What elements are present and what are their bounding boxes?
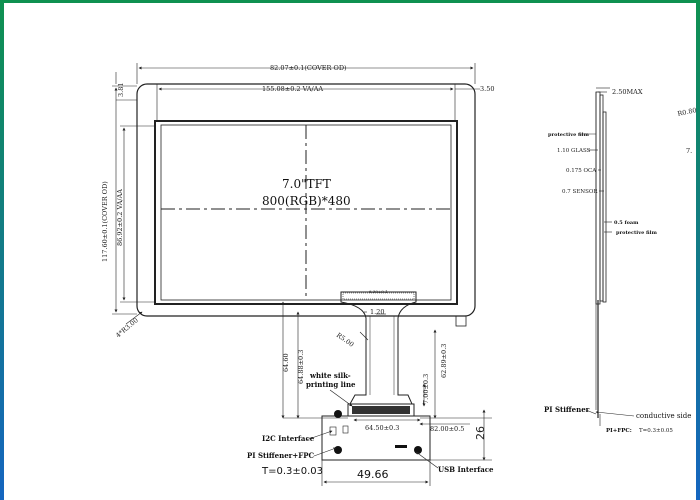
side-view-text: 2.50MAX R0.80 7. protective film 1.10 GL…	[544, 88, 697, 434]
dim-side-right-num: 7.	[686, 147, 692, 155]
front-view-text: 82.07±0.1(COVER OD) 155.08±0.2 VA/AA 3.5…	[101, 64, 494, 481]
mount-hole-2	[334, 446, 342, 454]
mount-hole-1	[334, 410, 342, 418]
layer-foam: 0.5 foam	[614, 220, 639, 226]
dim-fpc-width: 1.20	[370, 308, 384, 316]
dim-right-26: 26	[474, 426, 487, 440]
cover-tab	[455, 315, 467, 327]
dim-side-thickness: 2.50MAX	[612, 88, 643, 96]
silk-label-line1: white silk-	[309, 371, 351, 380]
connector-hatch	[352, 406, 410, 414]
dim-fpc-len3: 62.89±0.3	[440, 344, 448, 378]
dim-bottom-width: 49.66	[357, 468, 389, 481]
layer-protective-film-top: protective film	[548, 132, 590, 138]
dim-va-height: 86.92±0.2 VA/AA	[116, 189, 124, 246]
usb-interface-label: USB Interface	[438, 465, 494, 474]
dim-cover-od-width: 82.07±0.1(COVER OD)	[270, 64, 347, 72]
dim-fpc-len2: 64.88±0.3	[297, 350, 305, 384]
active-area	[154, 120, 458, 305]
i2c-interface-label: I2C Interface	[262, 434, 315, 443]
dim-fpc-top: 6.30±0.1	[369, 289, 388, 294]
layer-sensor: 0.7 SENSOR	[562, 189, 598, 195]
display-resolution: 800(RGB)*480	[262, 194, 351, 208]
thickness-left: T=0.3±0.03	[261, 466, 323, 477]
connector-board	[321, 415, 431, 461]
dim-fpc-len4: 7.00±0.3	[422, 374, 430, 404]
mount-hole-3	[414, 446, 422, 454]
dim-cover-od-height: 117.60±0.1(COVER OD)	[101, 181, 109, 262]
pi-fpc-right-label: PI+FPC:	[606, 428, 632, 434]
layer-glass: 1.10 GLASS	[557, 148, 591, 154]
dim-fpc-len1: 64.60	[282, 353, 290, 372]
fpc-gold-fingers	[342, 292, 415, 300]
dim-side-radius: R0.80	[677, 106, 698, 118]
cover-outline	[136, 83, 476, 317]
conductive-side-label: conductive side	[636, 412, 691, 420]
side-sensor	[602, 111, 607, 303]
display-title: 7.0"TFT	[282, 177, 331, 191]
layer-oca: 0.175 OCA	[566, 168, 597, 174]
silk-label-line2: printing line	[306, 380, 356, 389]
dim-va-right: 3.50	[480, 85, 494, 93]
thickness-right: T=0.3±0.05	[639, 428, 673, 434]
dim-top-left: 3.81	[117, 83, 125, 97]
front-view	[112, 63, 492, 486]
layer-protective-film-bottom: protective film	[616, 230, 658, 236]
dim-connector-w1: 64.50±0.3	[365, 424, 399, 432]
pi-stiffener-label: PI Stiffener	[544, 405, 590, 414]
pi-fpc-label: PI Stiffener+FPC	[247, 451, 314, 460]
side-view	[578, 87, 635, 426]
dim-connector-w2: 82.00±0.5	[430, 425, 464, 433]
dim-va-width: 155.08±0.2 VA/AA	[262, 85, 323, 93]
